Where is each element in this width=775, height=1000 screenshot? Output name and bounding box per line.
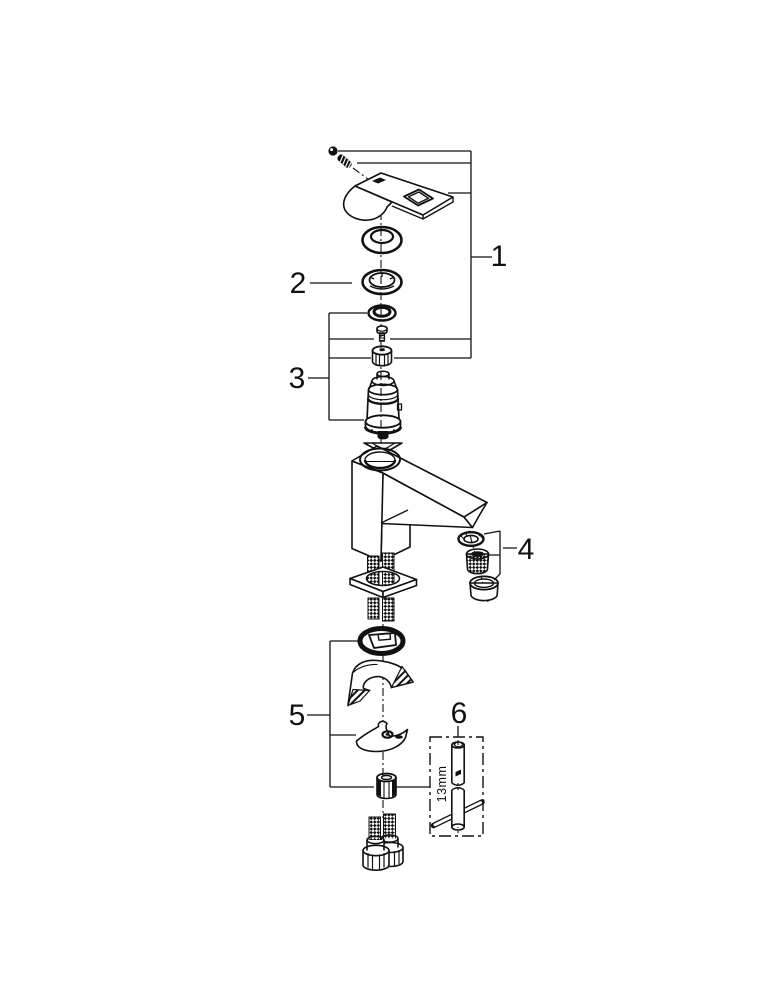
escutcheon-ring <box>367 304 397 322</box>
bracket-5 <box>307 640 430 788</box>
handle-screw-icon <box>328 146 352 169</box>
cartridge-screw <box>376 325 388 342</box>
bracket-slot <box>395 735 403 739</box>
cartridge-stub <box>377 431 389 440</box>
callout-2-label: 2 <box>290 267 307 300</box>
mounting-nut <box>376 772 397 800</box>
faucet-body <box>351 445 488 562</box>
bracket-3 <box>308 312 374 421</box>
callout-labels: 1 2 3 4 5 6 <box>289 240 535 732</box>
handle-hole-inner <box>407 191 430 204</box>
tool-logo-mark <box>455 769 461 777</box>
handle-plate-edge <box>391 197 454 220</box>
tool-box-border <box>429 736 484 837</box>
lever-handle <box>342 172 454 221</box>
tool-size-label: 13mm <box>435 766 449 803</box>
callout-5-label: 5 <box>289 699 306 732</box>
handle-hole-outer <box>403 188 434 207</box>
wedge-cut-face-right <box>390 665 414 689</box>
wedge-cut-face-left <box>347 688 371 707</box>
hose-left <box>362 816 390 871</box>
callout-4-label: 4 <box>518 533 535 566</box>
cartridge-bore <box>359 447 401 472</box>
callout-3-label: 3 <box>289 362 306 395</box>
screw-head-highlight <box>330 148 334 152</box>
flange-ring-notches <box>369 273 395 290</box>
mounting-bracket <box>355 720 409 753</box>
cartridge <box>363 370 403 455</box>
aerator-seal <box>457 531 485 548</box>
supply-hoses-lower <box>367 597 395 622</box>
callout-6-label: 6 <box>451 697 468 730</box>
cartridge-tab <box>396 403 403 411</box>
mounting-set <box>347 626 414 800</box>
spout-underside-edge <box>380 509 409 524</box>
handle-grip <box>342 185 393 221</box>
aerator-insert <box>465 548 490 575</box>
tool-break-line <box>451 782 465 786</box>
cartridge-flange-ring <box>361 268 403 296</box>
bracket-4 <box>483 530 517 581</box>
stabilizing-wedge <box>347 659 414 707</box>
bracket-hole <box>381 730 394 739</box>
aerator-housing <box>469 575 499 602</box>
o-ring <box>357 626 406 656</box>
cartridge-adapter <box>371 345 393 367</box>
adapter-socket <box>379 348 385 352</box>
tool-box: 13mm <box>429 736 485 837</box>
body-left-face <box>351 460 384 562</box>
cap-ring <box>361 225 403 255</box>
base-plate-edge-right <box>382 578 418 599</box>
hex-socket-opening <box>453 741 464 748</box>
callout-brackets <box>307 150 517 788</box>
aerator-assembly <box>457 531 499 602</box>
base-plate <box>349 566 418 599</box>
handle-slot <box>372 177 386 184</box>
bracket-1 <box>338 150 492 359</box>
screw-thread <box>337 154 352 169</box>
connection-hoses <box>362 813 404 871</box>
screw-head <box>328 146 338 156</box>
callout-1-label: 1 <box>491 240 508 273</box>
socket-wrench-tool <box>430 741 485 831</box>
